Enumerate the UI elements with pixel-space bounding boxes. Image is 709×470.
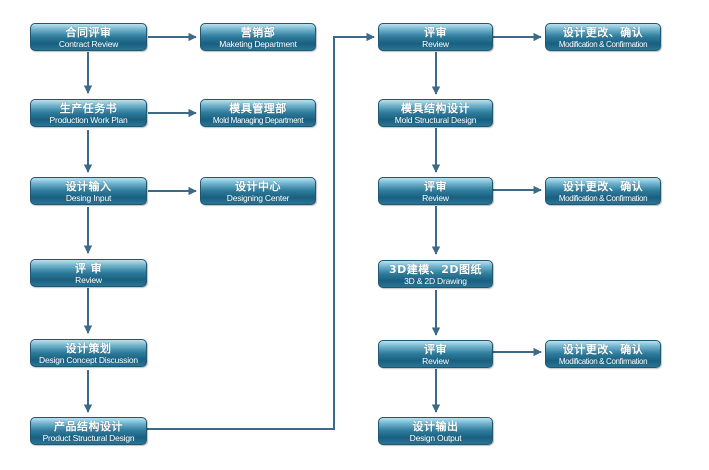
node-review-3: 评审 Review (378, 340, 493, 368)
node-label-zh: 模具管理部 (229, 102, 287, 115)
node-label-en: Review (422, 193, 449, 203)
node-label-zh: 设计更改、确认 (562, 343, 644, 356)
node-label-en: Design Concept Discussion (39, 355, 138, 365)
node-modification-confirmation-2: 设计更改、确认 Modification & Confirmation (545, 177, 661, 205)
node-label-en: Modification & Confirmation (558, 40, 648, 49)
node-label-zh: 设计更改、确认 (562, 180, 644, 193)
node-3d-2d-drawing: 3D建模、2D图纸 3D & 2D Drawing (378, 260, 493, 288)
node-designing-center: 设计中心 Designing Center (200, 177, 316, 205)
node-label-en: Contract Review (58, 39, 119, 49)
node-label-zh: 生产任务书 (59, 102, 118, 115)
node-label-en: Modification & Confirmation (558, 194, 648, 203)
node-label-en: Desing Input (65, 193, 112, 203)
node-label-zh: 模具结构设计 (401, 102, 470, 115)
node-modification-confirmation-1: 设计更改、确认 Modification & Confirmation (545, 23, 661, 51)
node-label-en: Designing Center (226, 193, 290, 203)
node-production-work-plan: 生产任务书 Production Work Plan (30, 99, 147, 127)
node-label-zh: 设计输出 (412, 420, 459, 433)
node-label-zh: 设计中心 (235, 180, 281, 193)
node-label-zh: 产品结构设计 (54, 420, 123, 433)
node-label-zh: 合同评审 (65, 26, 112, 39)
node-label-zh: 评审 (424, 180, 447, 193)
node-mold-structural-design: 模具结构设计 Mold Structural Design (378, 99, 493, 127)
node-review-2: 评审 Review (378, 177, 493, 205)
node-review-1: 评审 Review (378, 23, 493, 51)
node-label-zh: 评审 (424, 343, 447, 356)
arrow-product-to-review (147, 32, 375, 430)
node-label-en: Production Work Plan (49, 115, 128, 125)
node-label-en: Mold Managing Department (212, 116, 304, 125)
node-design-input: 设计输入 Desing Input (30, 177, 147, 205)
node-marketing-department: 营销部 Maketing Department (200, 23, 316, 51)
node-label-en: Maketing Department (219, 39, 297, 49)
node-label-zh: 评审 (424, 26, 447, 39)
node-mold-managing-department: 模具管理部 Mold Managing Department (200, 99, 316, 127)
node-label-en: Review (422, 39, 449, 49)
node-product-structural-design: 产品结构设计 Product Structural Design (30, 417, 147, 445)
node-label-zh: 设计更改、确认 (562, 26, 644, 39)
node-label-zh: 评 审 (74, 262, 103, 275)
node-label-en: 3D & 2D Drawing (404, 276, 467, 286)
node-modification-confirmation-3: 设计更改、确认 Modification & Confirmation (545, 340, 661, 368)
node-label-en: Review (75, 275, 102, 285)
node-contract-review: 合同评审 Contract Review (30, 23, 147, 51)
node-label-zh: 3D建模、2D图纸 (388, 263, 483, 276)
node-label-zh: 设计输入 (65, 180, 112, 193)
node-label-zh: 设计策划 (65, 342, 112, 355)
node-design-output: 设计输出 Design Output (378, 417, 493, 445)
node-label-en: Modification & Confirmation (558, 357, 648, 366)
node-label-en: Design Output (409, 433, 462, 443)
node-label-en: Mold Structural Design (394, 115, 477, 125)
node-label-zh: 营销部 (240, 26, 276, 39)
node-review-left: 评 审 Review (30, 259, 147, 287)
node-design-concept-discussion: 设计策划 Design Concept Discussion (30, 339, 147, 367)
node-label-en: Product Structural Design (42, 433, 135, 443)
node-label-en: Review (422, 356, 449, 366)
